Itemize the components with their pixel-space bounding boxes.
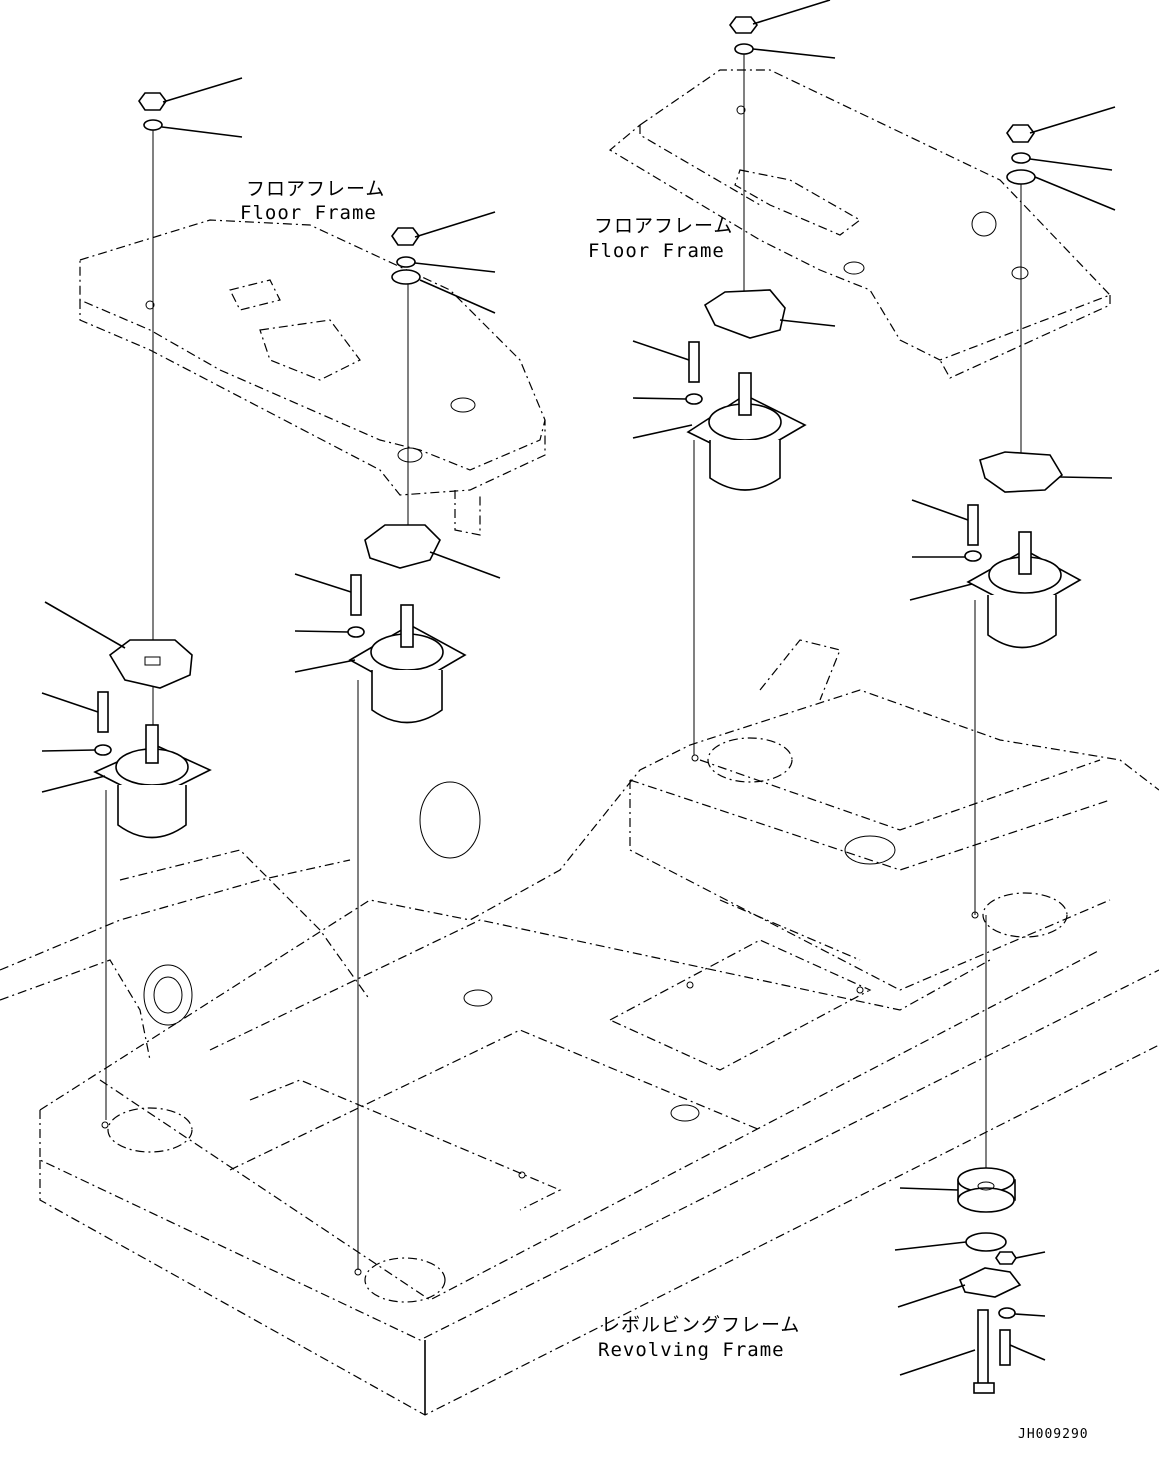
floor-frame-left (79, 219, 546, 536)
mount-assembly-right (964, 124, 1082, 649)
floor-frame-right-label-en: Floor Frame (588, 240, 725, 262)
mount-assembly-left (93, 92, 212, 839)
assembly-centerlines (105, 50, 1022, 1270)
floor-frame-right-label-jp: フロアフレーム (594, 215, 734, 237)
leader-lines (41, 0, 1116, 1376)
drawing-code: JH009290 (1018, 1427, 1089, 1442)
revolving-frame-label-jp: レボルビングフレーム (601, 1314, 801, 1336)
mount-assembly-center (347, 227, 467, 724)
revolving-frame (0, 639, 1159, 1416)
floor-frame-left-label-en: Floor Frame (240, 202, 377, 224)
mount-assembly-top-center (685, 16, 807, 491)
floor-frame-right (608, 69, 1112, 379)
revolving-frame-label-en: Revolving Frame (598, 1339, 785, 1361)
lower-stopper-assembly (957, 1167, 1022, 1394)
floor-frame-left-label-jp: フロアフレーム (246, 178, 386, 200)
